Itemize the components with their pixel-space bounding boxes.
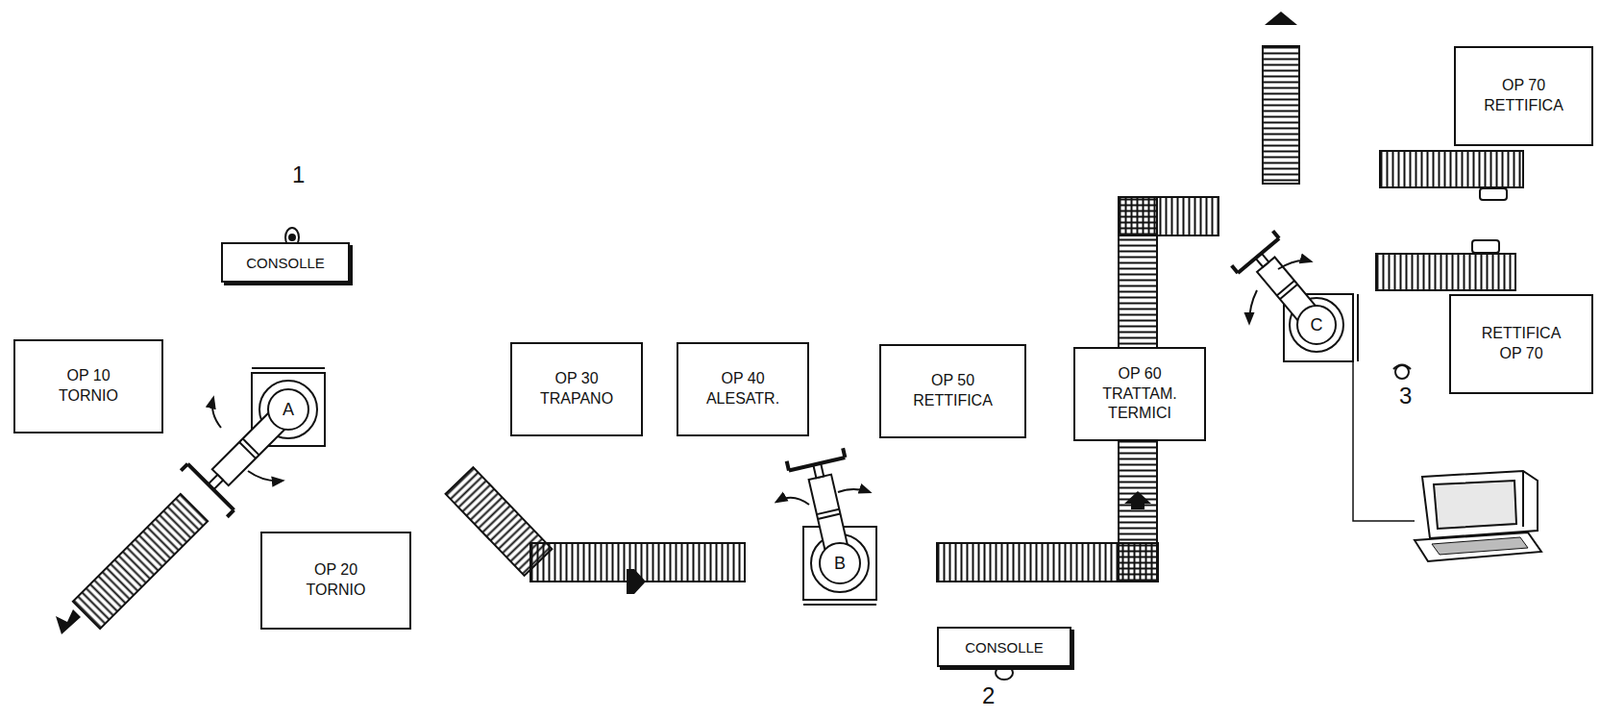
machine-box: OP 50 RETTIFICA — [879, 344, 1027, 439]
operator-symbol — [285, 227, 1411, 680]
conveyor-band — [1379, 150, 1524, 188]
conveyor-segment — [1262, 46, 1300, 184]
conveyor-band — [73, 493, 208, 629]
node-text: OP 20 TORNIO — [288, 560, 385, 601]
robot-label: C — [1296, 304, 1337, 345]
robot-c — [1231, 230, 1358, 362]
robot-a — [180, 368, 325, 517]
control-console: CONSOLLE — [936, 626, 1072, 667]
conveyor-segment — [1376, 253, 1516, 291]
node-text: CONSOLLE — [246, 254, 325, 271]
computer-terminal — [1414, 470, 1542, 562]
conveyor-segment — [1118, 196, 1219, 236]
conveyor-segment — [1379, 150, 1524, 188]
control-wire — [1353, 361, 1415, 521]
machine-box: OP 20 TORNIO — [260, 531, 412, 630]
machine-box: OP 60 TRATTAM. TERMICI — [1073, 346, 1207, 442]
flow-arrow — [55, 11, 1298, 635]
node-text: OP 50 RETTIFICA — [905, 370, 1002, 412]
node-text: OP 30 TRAPANO — [528, 369, 625, 410]
callout-number: 2 — [980, 684, 997, 708]
machine-box: OP 30 TRAPANO — [510, 342, 643, 437]
conveyor-band — [1118, 196, 1219, 236]
node-text: A — [282, 399, 295, 420]
machine-box: RETTIFICA OP 70 — [1449, 294, 1594, 394]
machine-box: OP 70 RETTIFICA — [1453, 46, 1594, 147]
node-text: OP 40 ALESATR. — [694, 369, 791, 410]
conveyor-band — [1262, 46, 1300, 184]
node-text: RETTIFICA OP 70 — [1473, 323, 1570, 365]
machine-box: OP 40 ALESATR. — [676, 342, 810, 437]
node-text: CONSOLLE — [964, 639, 1044, 656]
node-text: OP 70 RETTIFICA — [1476, 75, 1573, 117]
machine-box: OP 10 TORNIO — [13, 339, 164, 434]
node-text: B — [834, 553, 846, 574]
conveyor-segment — [73, 493, 208, 629]
control-console: CONSOLLE — [221, 242, 350, 283]
robot-b — [776, 447, 877, 605]
callout-number: 1 — [290, 163, 307, 187]
node-text: OP 10 TORNIO — [40, 366, 137, 407]
node-text: OP 60 TRATTAM. TERMICI — [1091, 364, 1188, 424]
robot-label: B — [818, 541, 862, 585]
callout-number: 3 — [1397, 384, 1414, 408]
conveyor — [73, 46, 1524, 629]
robot-label: A — [267, 388, 310, 431]
node-text: C — [1310, 315, 1324, 336]
machine-spindle — [1472, 188, 1507, 253]
conveyor-band — [1376, 253, 1516, 291]
